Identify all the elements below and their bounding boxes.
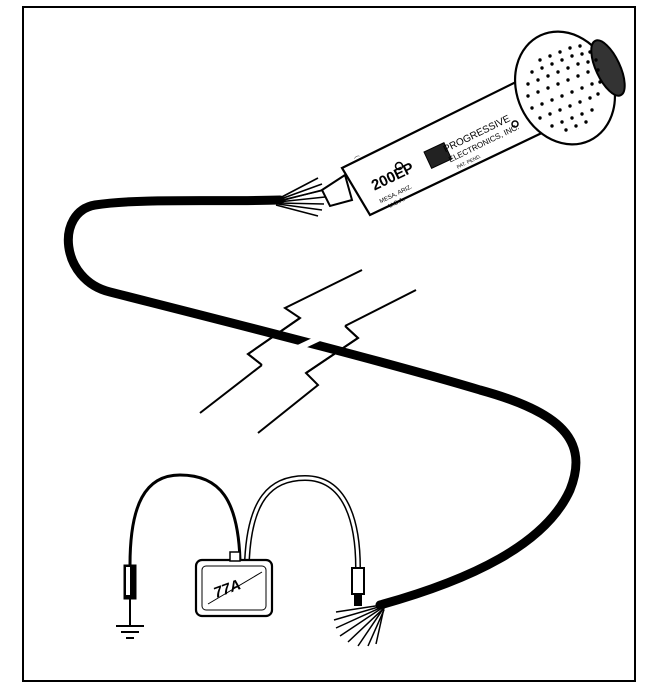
probe-tip-mark: ⌒ — [354, 155, 362, 164]
probe: 200EP MESA, ARIZ. U.S.A. PROGRESSIVE ELE… — [320, 30, 626, 217]
main-cable — [63, 195, 581, 610]
right-lead-wire — [244, 474, 361, 569]
right-alligator-clip — [351, 567, 365, 606]
left-alligator-clip — [123, 564, 137, 625]
break-line-left — [199, 269, 363, 414]
probe-wire-fan — [275, 177, 331, 217]
ground-icon — [116, 625, 144, 639]
left-lead-wire — [128, 473, 242, 566]
speaker-grille — [526, 44, 602, 132]
bottom-wire-fan — [333, 604, 385, 647]
tone-generator: 77A — [194, 551, 274, 618]
